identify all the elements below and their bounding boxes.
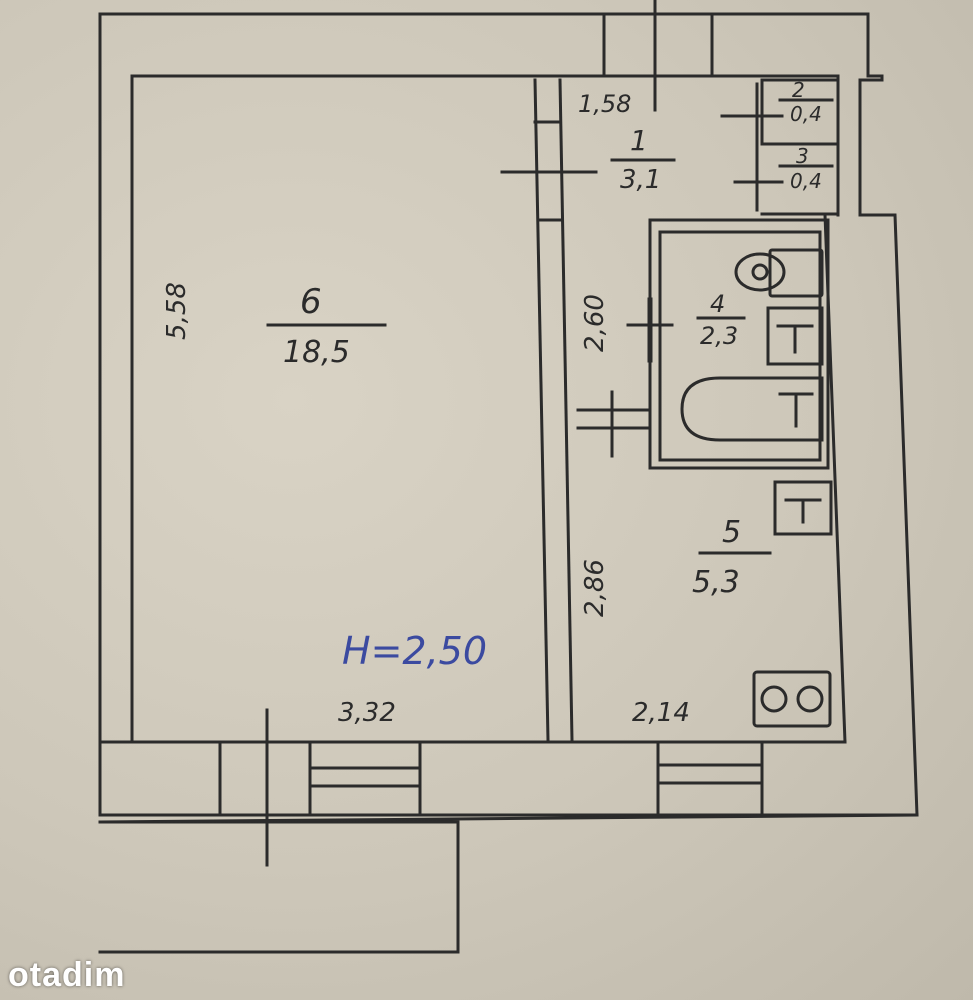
- room-6-number: 6: [300, 282, 322, 322]
- room-4-area: 2,3: [700, 322, 739, 350]
- toilet-bowl: [734, 252, 786, 292]
- room-6-length-dimension: 5,58: [161, 282, 192, 340]
- stove-burner-2: [796, 685, 824, 713]
- kitchen-sink: [773, 480, 833, 536]
- corridor-upper-dimension: 2,60: [579, 294, 610, 352]
- sink-tap: [776, 324, 814, 354]
- kitchen-stove: [752, 670, 832, 728]
- room-5-area: 5,3: [692, 565, 740, 600]
- kitchen-sink-tap: [784, 498, 822, 524]
- toilet-tank: [768, 248, 824, 298]
- kitchen-width-dimension: 2,14: [632, 698, 690, 728]
- bathtub-tap: [778, 392, 814, 428]
- otadim-watermark: otadim: [8, 956, 126, 994]
- room-5-number: 5: [722, 515, 742, 550]
- room-2-number: 2: [792, 78, 805, 102]
- room-6-area: 18,5: [283, 335, 350, 370]
- toilet-seat: [751, 263, 769, 281]
- partition-right: [558, 78, 574, 742]
- room-2-area: 0,4: [790, 102, 822, 126]
- hall-width-dimension: 1,58: [578, 90, 632, 118]
- room-3-area: 0,4: [790, 169, 822, 193]
- bathtub: [680, 376, 824, 442]
- bathroom-sink: [766, 306, 824, 366]
- room-6-width-dimension: 3,32: [338, 698, 396, 728]
- room-1-area: 3,1: [620, 165, 662, 195]
- room-1-number: 1: [630, 124, 648, 157]
- room-3-number: 3: [796, 144, 809, 168]
- bathroom-inner: [658, 230, 822, 462]
- bottom-wall-outer: [98, 813, 919, 824]
- partition-left: [533, 78, 550, 742]
- room-4-number: 4: [710, 290, 726, 318]
- corridor-lower-dimension: 2,86: [579, 559, 610, 617]
- bathroom-outer: [648, 218, 830, 470]
- balcony: [98, 820, 460, 954]
- ceiling-height-label: H=2,50: [342, 629, 488, 673]
- outer-wall: [98, 12, 919, 817]
- stove-burner-1: [760, 685, 788, 713]
